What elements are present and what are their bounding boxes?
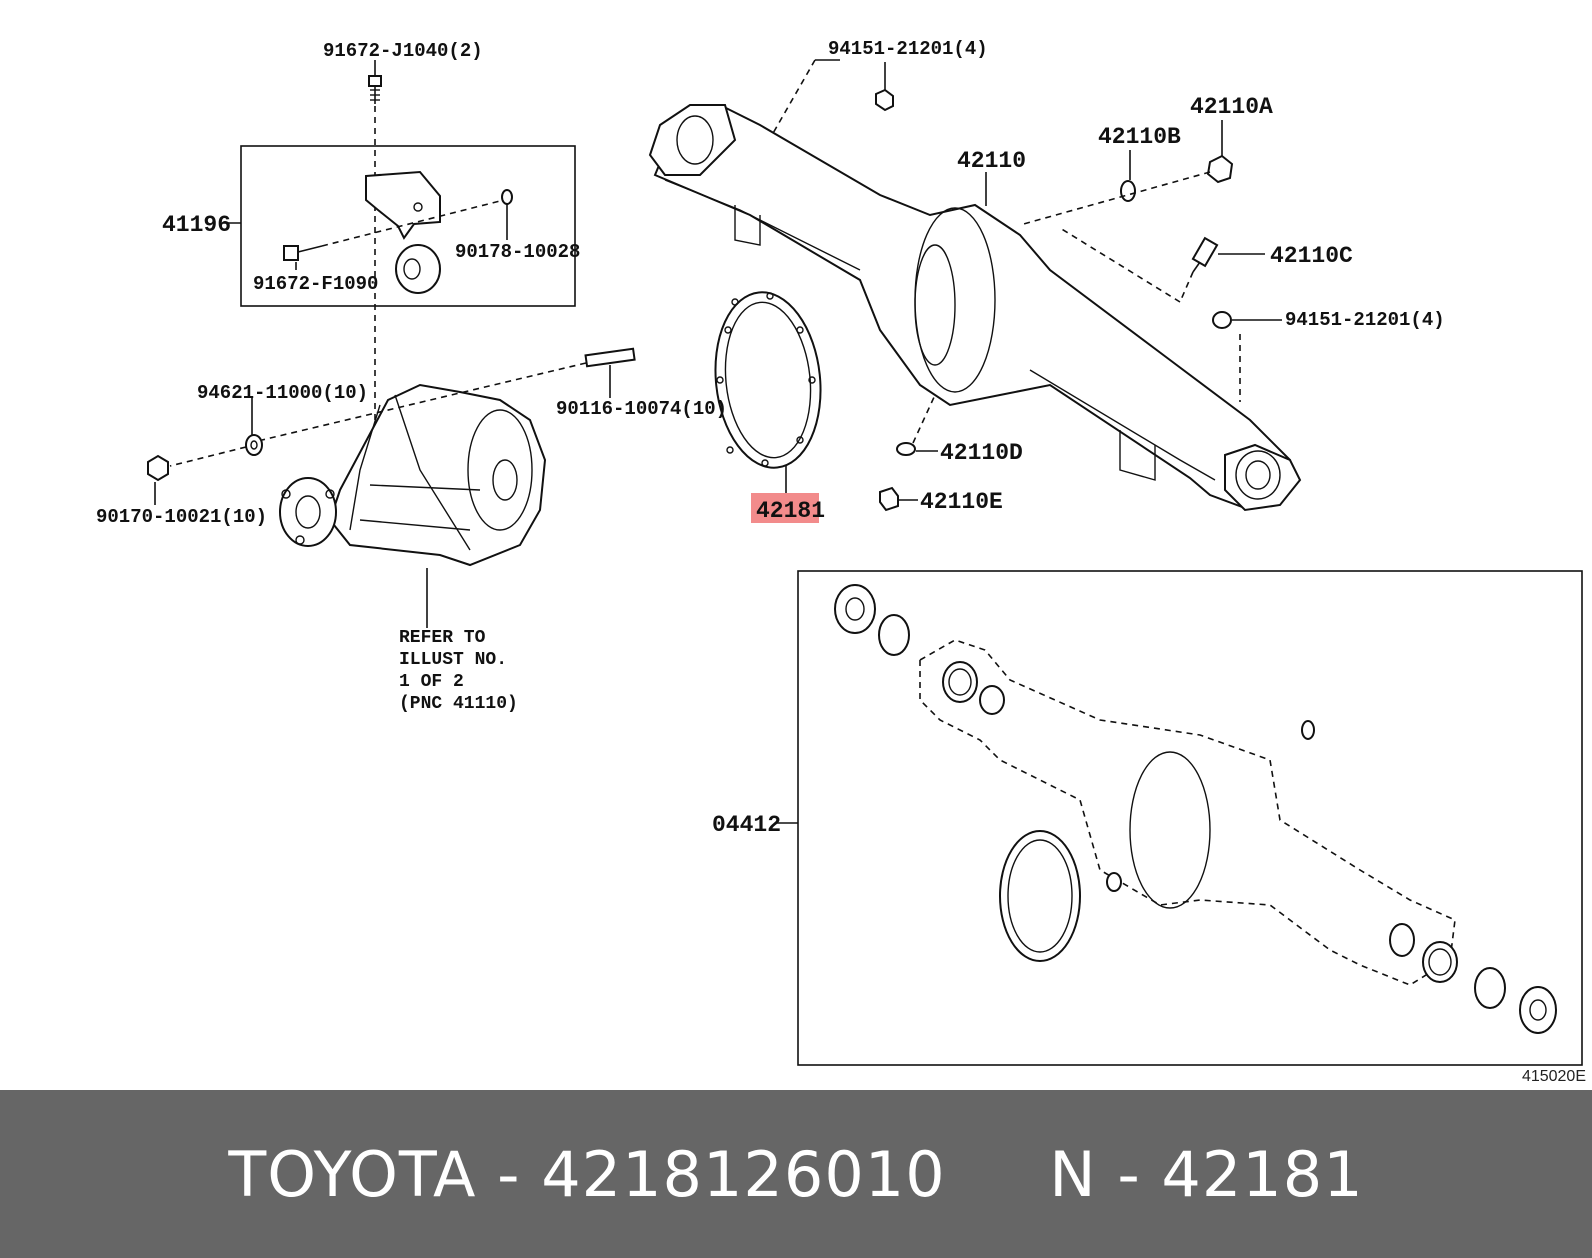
footer-brand: TOYOTA (228, 1137, 477, 1211)
note-line-2: ILLUST NO. (399, 650, 507, 670)
washer-94621-11000[interactable] (245, 434, 263, 456)
label-42110e: 42110E (920, 489, 1003, 515)
bracket-kit-box (240, 145, 576, 307)
bushing-90178-10028[interactable] (395, 189, 513, 294)
label-42110: 42110 (957, 148, 1026, 174)
label-94621-11000: 94621-11000(10) (197, 382, 368, 404)
diagram-code: 415020E (1522, 1068, 1586, 1085)
note-line-3: 1 OF 2 (399, 672, 464, 692)
plug-42110a[interactable] (1206, 154, 1234, 184)
label-91672-j1040: 91672-J1040(2) (323, 40, 483, 62)
gasket-42181[interactable] (707, 287, 829, 473)
parts-diagram: 91672-J1040(2) 41196 90178-10028 91672-F… (96, 38, 1586, 1085)
nut-94151-21201-top[interactable] (875, 88, 894, 112)
label-41196: 41196 (162, 212, 231, 238)
nut-90170-10021[interactable] (147, 454, 169, 482)
breather-42110c[interactable] (1191, 236, 1219, 273)
footer-separator: - (476, 1137, 542, 1211)
housing-flange-right (1224, 443, 1302, 512)
carrier-flange (279, 477, 337, 547)
washer-42110d[interactable] (896, 442, 916, 456)
footer-ref-number: 42181 (1161, 1137, 1364, 1211)
footer-ref-prefix: N (1049, 1137, 1097, 1211)
highlight-box-42181 (751, 493, 819, 523)
label-90178-10028: 90178-10028 (455, 241, 580, 263)
label-04412: 04412 (712, 812, 781, 838)
gasket-kit-04412[interactable] (834, 584, 1557, 1034)
bolt-91672-f1090[interactable] (283, 245, 323, 261)
stud-90116-10074[interactable] (584, 347, 636, 368)
bracket-41196[interactable] (365, 170, 441, 240)
note-line-4: (PNC 41110) (399, 694, 518, 714)
footer-part-number: 4218126010 (541, 1137, 946, 1211)
refer-note: REFER TO ILLUST NO. 1 OF 2 (PNC 41110) (399, 628, 518, 714)
plug-42110e[interactable] (879, 486, 899, 512)
label-90116-10074: 90116-10074(10) (556, 398, 727, 420)
housing-flange-left (648, 104, 737, 176)
note-line-1: REFER TO (399, 628, 486, 648)
label-42110b: 42110B (1098, 124, 1181, 150)
label-42110d: 42110D (940, 440, 1023, 466)
differential-carrier[interactable] (328, 383, 547, 567)
washer-42110b[interactable] (1120, 180, 1136, 202)
label-94151-21201-right: 94151-21201(4) (1285, 309, 1445, 331)
footer-gap (946, 1138, 1050, 1211)
bolt-91672-j1040[interactable] (368, 75, 382, 104)
label-42110a: 42110A (1190, 94, 1273, 120)
label-91672-f1090: 91672-F1090 (253, 273, 378, 295)
label-42110c: 42110C (1270, 243, 1353, 269)
label-42181: 42181 (756, 498, 825, 524)
label-90170-10021: 90170-10021(10) (96, 506, 267, 528)
nut-94151-21201-right[interactable] (1212, 311, 1232, 329)
label-94151-21201-top: 94151-21201(4) (828, 38, 988, 60)
footer-separator-2: - (1096, 1137, 1162, 1211)
footer-bar: TOYOTA - 4218126010 N - 42181 (0, 1090, 1592, 1258)
gasket-kit-box (797, 570, 1583, 1066)
footer-title: TOYOTA - 4218126010 N - 42181 (228, 1138, 1363, 1211)
